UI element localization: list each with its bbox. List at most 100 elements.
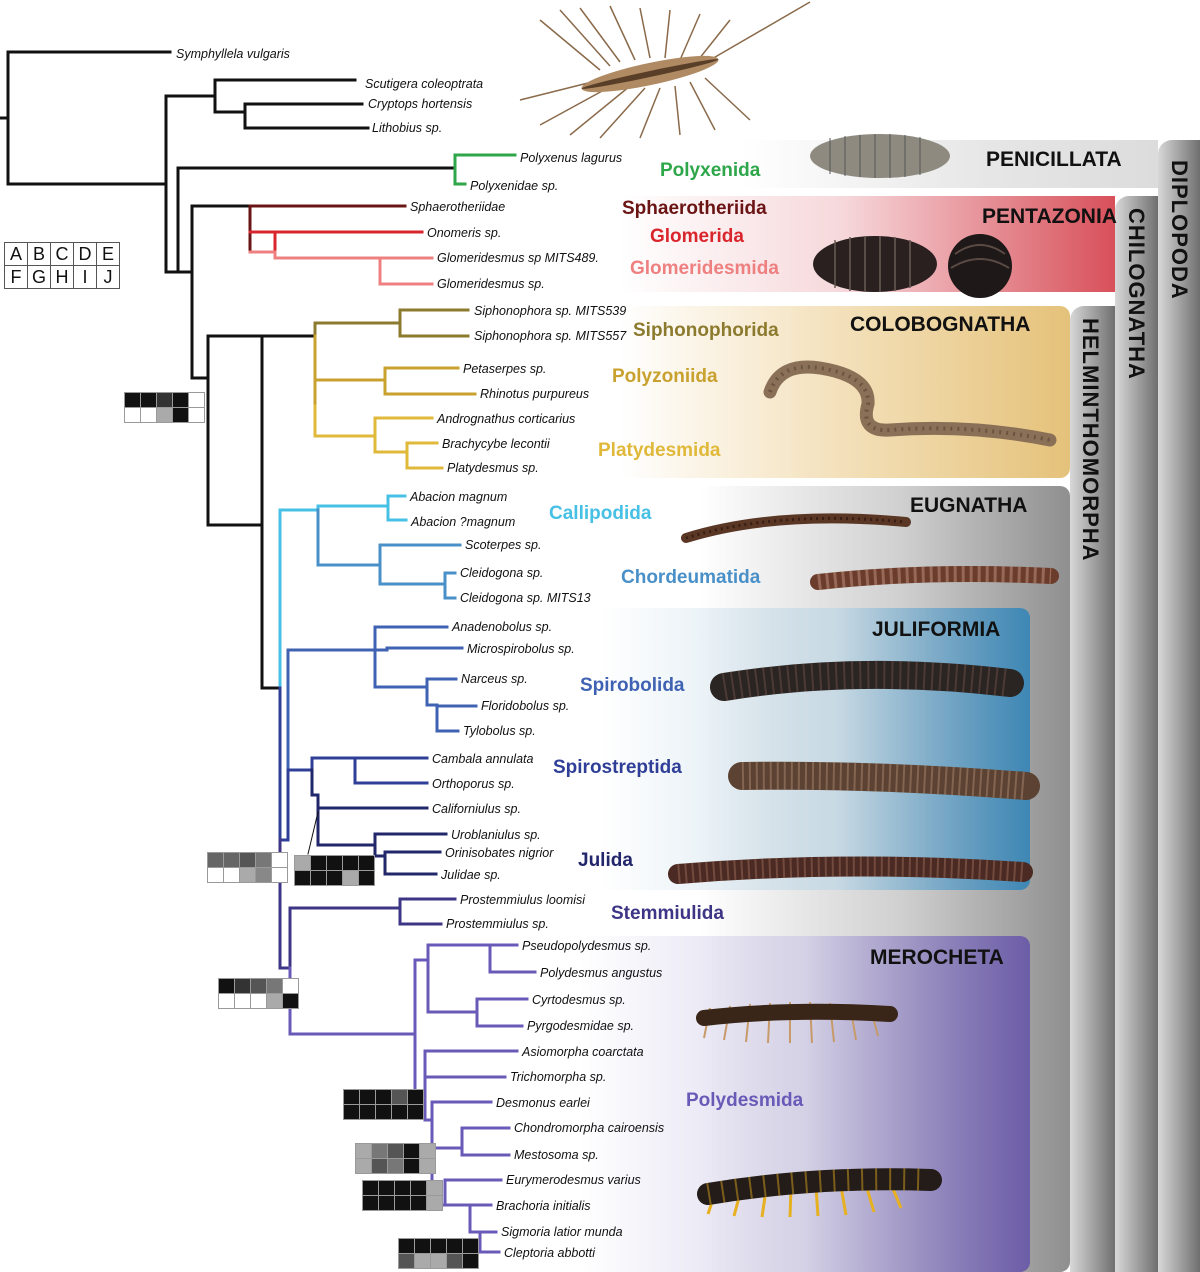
grid-cell — [250, 993, 267, 1009]
tree-branch — [0, 116, 168, 186]
leaf-label: Petaserpes sp. — [463, 362, 547, 376]
merocheta-grid — [218, 978, 299, 1009]
leaf-label: Pyrgodesmidae sp. — [527, 1019, 635, 1033]
helminthomorpha-grid — [124, 392, 205, 423]
juliformia-label: JULIFORMIA — [872, 618, 1001, 641]
callipodid-image — [681, 513, 911, 543]
grid-cell — [446, 1253, 463, 1269]
tree-branch — [405, 450, 444, 470]
tree-branch — [310, 768, 429, 810]
grid-cell — [156, 407, 173, 423]
grid-cell — [294, 855, 311, 871]
grid-cell — [342, 855, 359, 871]
grid-cell — [271, 852, 288, 868]
grid-cell — [462, 1238, 479, 1254]
tree-branch — [426, 958, 529, 1014]
grid-cell — [362, 1195, 379, 1211]
order-stemmiulida: Stemmiulida — [611, 903, 724, 924]
tree-branch — [413, 1032, 519, 1102]
leaf-label: Lithobius sp. — [372, 121, 443, 135]
order-chordeumatida: Chordeumatida — [621, 567, 761, 588]
leaf-label: Rhinotus purpureus — [480, 387, 590, 401]
tree-branch — [488, 943, 537, 974]
penicillata-panel — [740, 140, 1158, 188]
key-cell: H — [50, 265, 74, 289]
tree-branch — [383, 378, 477, 396]
leaf-label: Siphonophora sp. MITS557 — [474, 329, 627, 343]
leaf-label: Prostemmiulus sp. — [446, 917, 549, 931]
julida-grid — [294, 855, 375, 886]
grid-cell — [218, 978, 235, 994]
grid-cell — [398, 1238, 415, 1254]
tree-branch — [398, 321, 470, 338]
pentazonia-label: PENTAZONIA — [982, 205, 1117, 228]
grid-cell — [419, 1158, 436, 1174]
leaf-label: Asiomorpha coarctata — [522, 1045, 644, 1059]
merocheta-label: MEROCHETA — [870, 946, 1004, 969]
grid-cell — [172, 392, 189, 408]
polydesmida-grid-4 — [398, 1238, 479, 1269]
grid-cell — [188, 392, 205, 408]
grid-cell — [140, 392, 157, 408]
tree-branch — [378, 256, 434, 286]
key-cell: F — [4, 265, 28, 289]
grid-cell — [342, 870, 359, 886]
pill-millipede-image — [813, 234, 1012, 298]
grid-cell — [462, 1253, 479, 1269]
chilognatha-bar — [1115, 196, 1158, 1272]
helminthomorpha-bar — [1070, 306, 1115, 1272]
grid-cell — [255, 852, 272, 868]
julid-image — [668, 856, 1033, 884]
grid-cell — [387, 1143, 404, 1159]
grid-cell — [375, 1089, 392, 1105]
key-cell: B — [27, 242, 51, 266]
tree-branch — [413, 943, 519, 1036]
leaf-label: Polydesmus angustus — [540, 966, 663, 980]
leaf-label: Onomeris sp. — [427, 226, 502, 240]
order-polyxenida: Polyxenida — [660, 160, 761, 181]
grid-cell — [271, 867, 288, 883]
grid-cell — [419, 1143, 436, 1159]
leaf-label: Brachoria initialis — [496, 1199, 591, 1213]
colobognatha-panel — [620, 306, 1070, 478]
grid-cell — [310, 855, 327, 871]
polydesmida-grid-2 — [355, 1143, 436, 1174]
grid-cell — [156, 392, 173, 408]
grid-cell — [407, 1089, 424, 1105]
tree-branch — [398, 906, 443, 926]
grid-cell — [355, 1143, 372, 1159]
tree-branch — [248, 250, 434, 260]
grid-cell — [430, 1253, 447, 1269]
grid-cell — [358, 855, 375, 871]
tree-branch — [313, 308, 470, 338]
grid-cell — [358, 870, 375, 886]
tree-branch — [278, 494, 407, 690]
leaf-label: Glomeridesmus sp. — [437, 277, 545, 291]
grid-cell — [387, 1158, 404, 1174]
key-cell: I — [73, 265, 97, 289]
leaf-label: Orinisobates nigrior — [445, 846, 554, 860]
key-cell: C — [50, 242, 74, 266]
tree-branch — [443, 582, 457, 600]
tree-branch — [435, 704, 460, 733]
grid-cell — [359, 1089, 376, 1105]
key-cell: J — [96, 265, 120, 289]
grid-cell — [250, 978, 267, 994]
order-spirostreptida: Spirostreptida — [553, 757, 682, 778]
grid-cell — [188, 407, 205, 423]
order-julida: Julida — [578, 850, 633, 871]
leaf-label: Prostemmiulus loomisi — [460, 893, 586, 907]
leaf-label: Uroblaniulus sp. — [451, 828, 541, 842]
leaf-label: Symphyllela vulgaris — [176, 47, 290, 61]
leaf-label: Trichomorpha sp. — [510, 1070, 607, 1084]
leaf-label: Julidae sp. — [441, 868, 501, 882]
leaf-label: Brachycybe lecontii — [442, 437, 550, 451]
tree-branch — [6, 50, 172, 120]
tree-branch — [164, 166, 457, 274]
order-sphaerotheriida: Sphaerotheriida — [622, 198, 767, 219]
grid-cell — [124, 407, 141, 423]
grid-cell — [414, 1253, 431, 1269]
leaf-label: Orthoporus sp. — [432, 777, 515, 791]
tree-branch — [373, 843, 442, 858]
grid-cell — [282, 978, 299, 994]
